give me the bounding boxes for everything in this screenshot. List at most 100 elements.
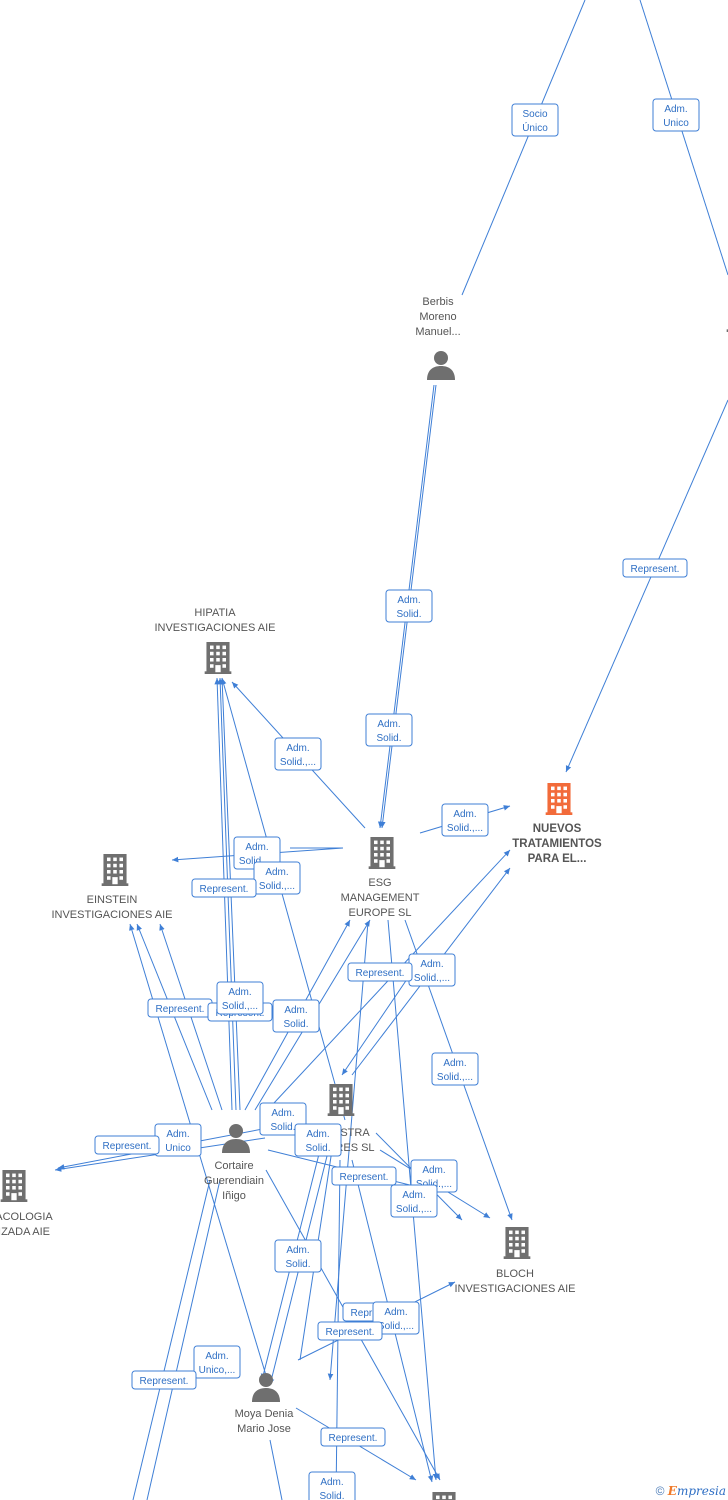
node-label-line: INVESTIGACIONES AIE xyxy=(51,909,172,921)
edge-label[interactable]: Represent. xyxy=(317,1321,383,1341)
edge-label-text: Represent. xyxy=(340,1172,389,1183)
edge-label-box xyxy=(365,713,413,747)
edge-label[interactable]: Represent. xyxy=(147,998,213,1018)
edge-label-box xyxy=(390,1184,438,1218)
edge-label-text: Solid. xyxy=(285,1259,310,1270)
edge-label[interactable]: Adm.Solid. xyxy=(294,1123,342,1157)
edge-label[interactable]: Adm.Unico xyxy=(652,98,700,132)
node-label-line: ESG xyxy=(368,877,391,889)
node-label-line: MANAGEMENT xyxy=(341,892,420,904)
edge-label[interactable]: Adm.Solid. xyxy=(365,713,413,747)
edge-label-text: Solid.,... xyxy=(378,1321,414,1332)
edge-label[interactable]: Represent. xyxy=(191,878,257,898)
edge-label[interactable]: Adm.Solid.,... xyxy=(253,861,301,895)
edge-label-text: Unico,... xyxy=(199,1365,236,1376)
edge-label[interactable]: Represent. xyxy=(622,558,688,578)
edge-label-box xyxy=(511,103,559,137)
edge-label-text: Único xyxy=(522,121,548,134)
edge-label-text: Represent. xyxy=(631,564,680,575)
edge-label[interactable]: Represent. xyxy=(131,1370,197,1390)
relationship-edge xyxy=(565,399,728,773)
edge-label[interactable]: Adm.Solid. xyxy=(272,999,320,1033)
node-berbis[interactable]: BerbisMorenoManuel... xyxy=(415,296,461,380)
edge-label-text: Adm. xyxy=(397,595,420,606)
edge-label[interactable]: Adm.Solid.,... xyxy=(408,953,456,987)
edge-label-text: Adm. xyxy=(377,719,400,730)
edge-label-text: Adm. xyxy=(402,1190,425,1201)
node-label-line: Cortaire xyxy=(214,1160,253,1172)
edge-label-box xyxy=(385,589,433,623)
edge-label[interactable]: Adm.Solid.,... xyxy=(274,737,322,771)
node-label-line: BLOCH xyxy=(496,1268,534,1280)
edge-label-text: Solid.,... xyxy=(280,757,316,768)
edge-label[interactable]: Represent. xyxy=(94,1135,160,1155)
edge-label[interactable]: Adm.Solid. xyxy=(308,1471,356,1500)
node-label-line: ACOLOGIA xyxy=(0,1211,53,1223)
edge-label-text: Adm. xyxy=(271,1108,294,1119)
edge-label[interactable]: Adm.Solid. xyxy=(274,1239,322,1273)
edge-label-box xyxy=(652,98,700,132)
relationship-edge xyxy=(269,1439,283,1500)
relationship-edge xyxy=(220,677,346,1121)
edge-label-box xyxy=(94,1135,160,1155)
building-icon xyxy=(430,1492,458,1500)
edge-label-text: Solid. xyxy=(396,609,421,620)
node-bottom[interactable] xyxy=(430,1492,458,1500)
edge-label-text: Solid.,... xyxy=(396,1204,432,1215)
edge-label-text: Represent. xyxy=(103,1141,152,1152)
edge-label[interactable]: Adm.Solid.,... xyxy=(216,981,264,1015)
edge-label-text: Adm. xyxy=(664,104,687,115)
edge-label[interactable]: Represent. xyxy=(320,1427,386,1447)
edge-label-box xyxy=(317,1321,383,1341)
edge-label[interactable]: Adm.Unico xyxy=(154,1123,202,1157)
edge-label[interactable]: Represent. xyxy=(347,962,413,982)
person-icon xyxy=(222,1124,250,1153)
edge-label-box xyxy=(274,1239,322,1273)
edge-label[interactable]: Adm. Solid. xyxy=(385,589,433,623)
edge-label[interactable]: Adm.Solid.,... xyxy=(431,1052,479,1086)
edge-label[interactable]: Adm.Solid.,... xyxy=(441,803,489,837)
building-icon xyxy=(101,854,129,886)
edge-label-text: Adm. xyxy=(384,1307,407,1318)
edge-label[interactable]: Adm. Solid.,... xyxy=(390,1184,438,1218)
edge-label-text: Represent. xyxy=(156,1004,205,1015)
node-label-line: Iñigo xyxy=(222,1190,246,1202)
node-label-line: INVESTIGACIONES AIE xyxy=(154,622,275,634)
node-hipatia[interactable]: HIPATIA INVESTIGACIONES AIE xyxy=(154,607,276,674)
node-label-line: Manuel... xyxy=(415,326,460,338)
edge-label-box xyxy=(294,1123,342,1157)
edge-label-box xyxy=(331,1166,397,1186)
relationship-edge xyxy=(259,849,511,1119)
node-label-line: HIPATIA xyxy=(194,607,236,619)
edge-label-text: Represent. xyxy=(200,884,249,895)
edge-label-box xyxy=(441,803,489,837)
edge-label-text: Represent. xyxy=(329,1433,378,1444)
edge-label-text: Adm. xyxy=(320,1477,343,1488)
footer-brand[interactable]: © Empresia xyxy=(656,1484,726,1498)
building-icon xyxy=(545,783,573,815)
person-icon xyxy=(252,1373,280,1402)
edge-label[interactable]: Represent. xyxy=(331,1166,397,1186)
building-icon xyxy=(0,1170,28,1202)
edge-label-text: Solid.,... xyxy=(437,1072,473,1083)
edge-label-text: Adm. xyxy=(422,1165,445,1176)
edge-label-text: Socio xyxy=(522,109,547,120)
edge-label-box xyxy=(308,1471,356,1500)
edge-label[interactable]: Adm. Unico,... xyxy=(193,1345,241,1379)
edge-label-text: Solid. xyxy=(283,1019,308,1030)
edge-label[interactable]: Adm. Solid.,... xyxy=(372,1301,420,1335)
node-bloch[interactable]: BLOCH INVESTIGACIONES AIE xyxy=(454,1227,576,1295)
edge-label-box xyxy=(216,981,264,1015)
edge-label-box xyxy=(622,558,688,578)
node-label-line: INVESTIGACIONES AIE xyxy=(454,1283,575,1295)
edge-label-text: Adm. xyxy=(205,1351,228,1362)
